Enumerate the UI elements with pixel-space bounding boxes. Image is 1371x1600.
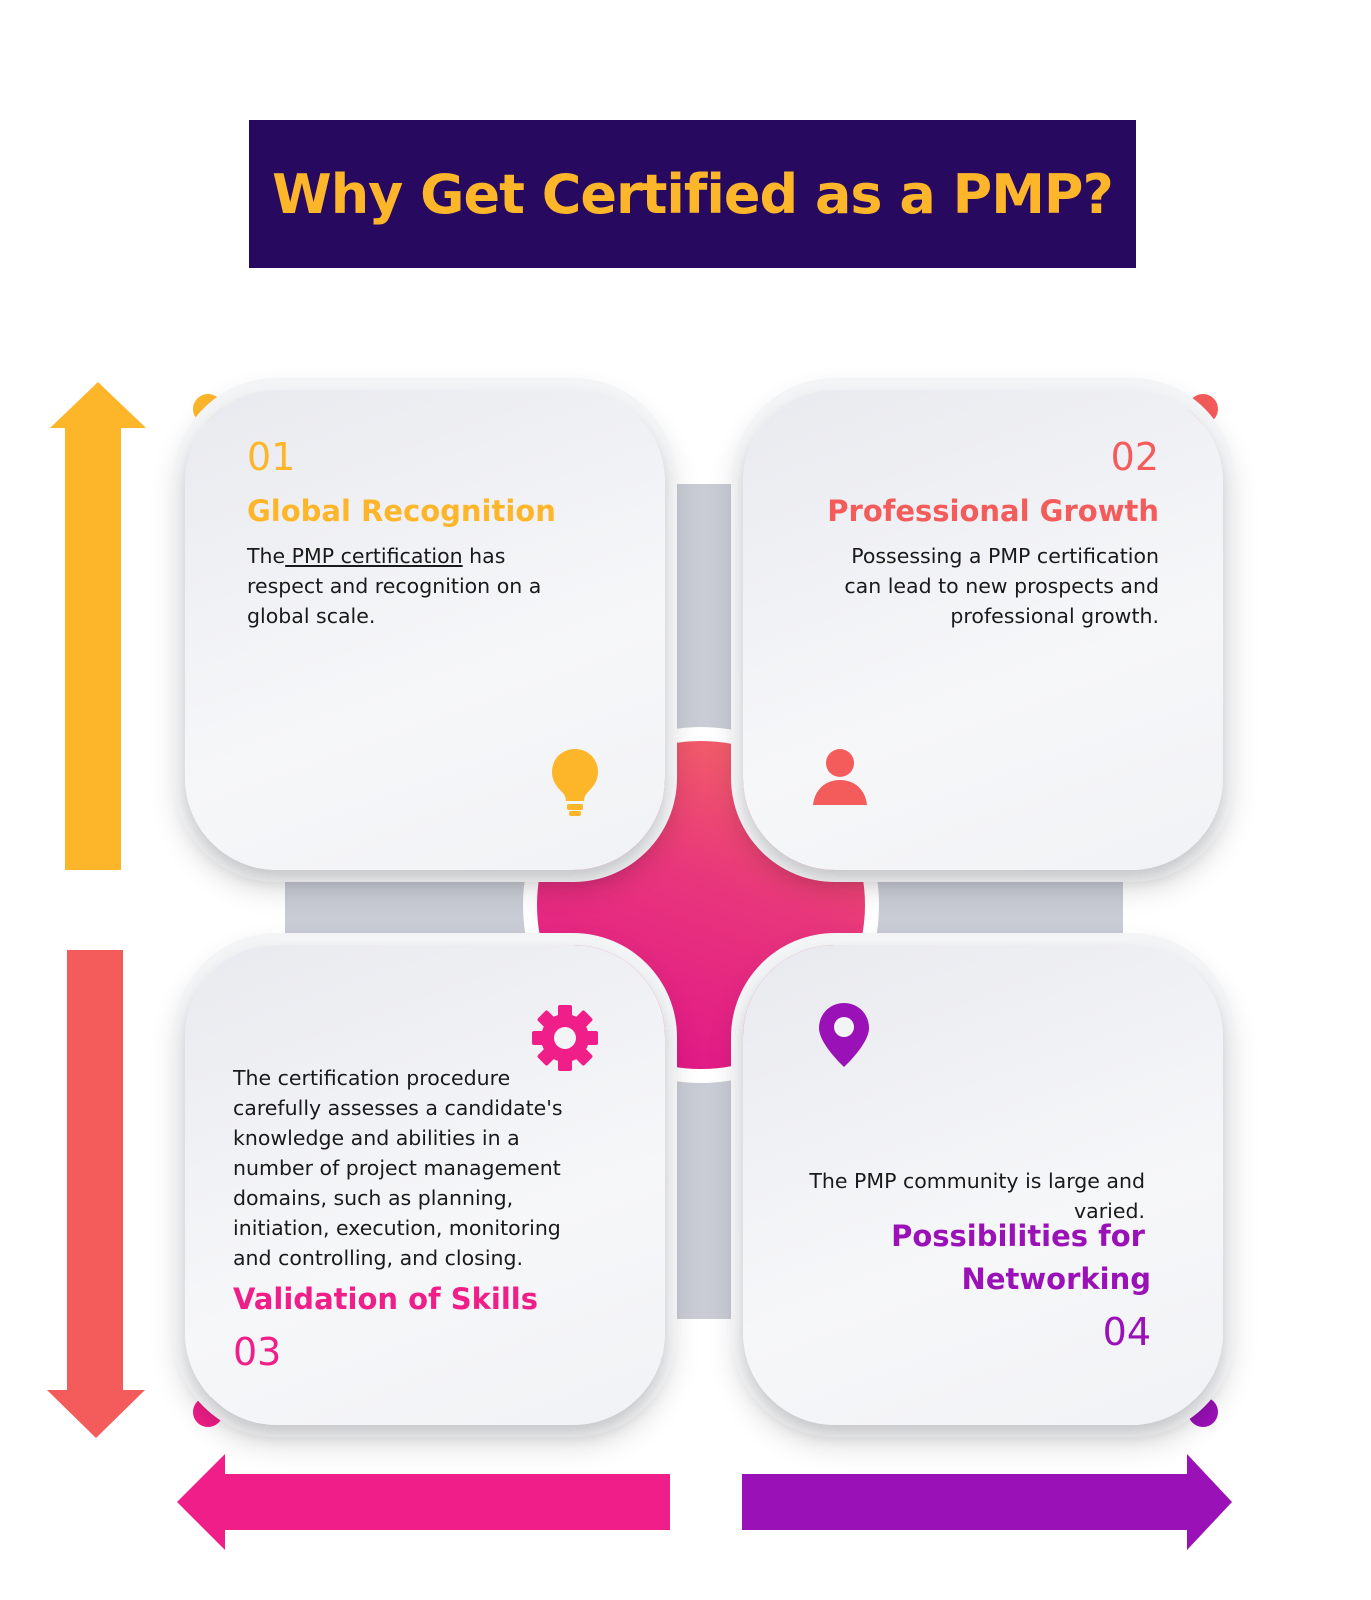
title-banner: Why Get Certified as a PMP? [249,120,1136,268]
arrow-down-left [47,950,145,1438]
lightbulb-icon [552,749,598,816]
card-title: Validation of Skills [233,1282,538,1316]
card-number: 01 [247,435,296,479]
location-pin-icon [819,1003,869,1067]
card-validation-of-skills: The certification procedure carefully as… [185,945,665,1425]
card-description: Possessing a PMP certification can lead … [844,544,1159,628]
card-professional-growth: 02 Professional Growth Possessing a PMP … [743,390,1223,870]
card-title: Professional Growth [827,494,1159,528]
arrow-right-bottom [742,1454,1232,1550]
corner-dot-4 [1188,1397,1218,1427]
gear-icon [532,1005,598,1071]
card-networking: The PMP community is large and varied. P… [743,945,1223,1425]
card-number: 04 [1102,1310,1151,1354]
arrow-up-left [50,382,146,870]
page-title: Why Get Certified as a PMP? [272,162,1114,226]
card-number: 03 [233,1330,282,1374]
card-title-line-2: Networking [961,1262,1151,1296]
card-description: The PMP certification has respect and re… [247,541,557,631]
card-title-line-1: Possibilities for [891,1219,1145,1253]
person-icon [813,749,867,805]
card-number: 02 [1110,435,1159,479]
pmp-certification-link[interactable]: PMP certification [285,544,463,568]
card-description: The certification procedure carefully as… [233,1066,563,1270]
card-text-rest: has respect and recognition on a global … [247,544,542,628]
card-text-lead: The [247,544,286,568]
arrow-left-bottom [177,1454,670,1550]
card-title: Global Recognition [247,494,556,528]
card-global-recognition: 01 Global Recognition The PMP certificat… [185,390,665,870]
card-description: The PMP community is large and varied. [809,1169,1145,1223]
